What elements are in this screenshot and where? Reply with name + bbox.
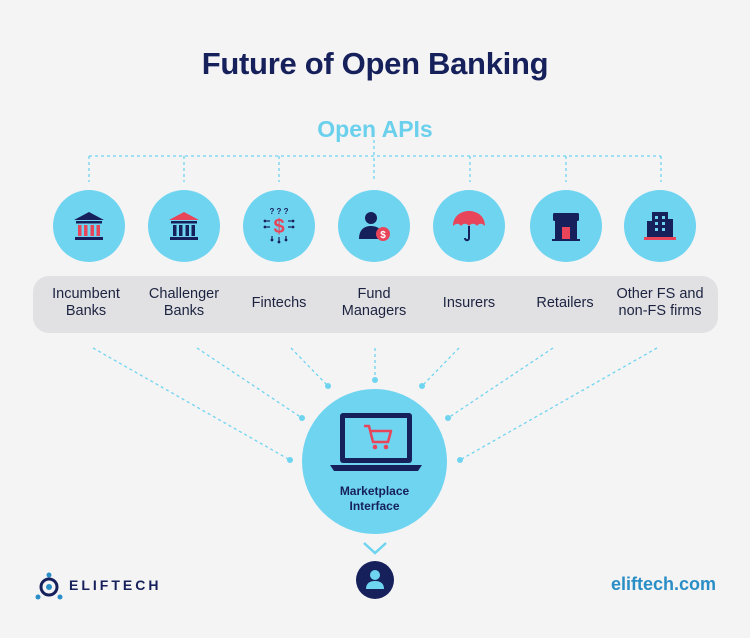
label-line: Interface bbox=[349, 499, 400, 513]
funnel-dot bbox=[287, 457, 293, 463]
retailers-node bbox=[530, 190, 602, 262]
laptop-cart-icon bbox=[330, 413, 422, 471]
label-line: Insurers bbox=[442, 295, 496, 311]
brand-name: ELIFTECH bbox=[69, 577, 162, 593]
funnel-dot bbox=[445, 415, 451, 421]
label-line: Fintechs bbox=[251, 295, 307, 311]
marketplace-label: Marketplace Interface bbox=[312, 484, 437, 514]
funnel-line-5 bbox=[421, 347, 460, 387]
label-line: Retailers bbox=[536, 295, 594, 311]
chevron-down-icon bbox=[363, 542, 387, 555]
eliftech-logo-icon bbox=[35, 572, 63, 600]
bank-building-icon bbox=[74, 212, 104, 240]
fintech-dollar-icon: $ ? ? ? bbox=[263, 207, 295, 244]
funnel-line-3 bbox=[290, 347, 329, 387]
label-fintechs: Fintechs bbox=[224, 295, 334, 312]
funnel-line-6 bbox=[447, 347, 554, 419]
open-apis-heading: Open APIs bbox=[317, 116, 433, 142]
end-user-node bbox=[356, 561, 394, 599]
label-line: Challenger bbox=[148, 286, 220, 302]
funnel-line-2 bbox=[196, 347, 303, 419]
office-building-icon bbox=[644, 212, 676, 240]
website-link[interactable]: eliftech.com bbox=[610, 574, 716, 594]
label-insurers: Insurers bbox=[414, 295, 524, 312]
label-other-firms: Other FS and non-FS firms bbox=[605, 286, 715, 320]
funnel-dot bbox=[372, 377, 378, 383]
participants-band bbox=[33, 276, 718, 333]
fund-manager-icon: $ bbox=[359, 212, 390, 241]
label-line: Fund bbox=[357, 286, 391, 302]
challenger-banks-node bbox=[148, 190, 220, 262]
funnel-dot bbox=[457, 457, 463, 463]
svg-text:$: $ bbox=[273, 216, 284, 238]
insurers-node bbox=[433, 190, 505, 262]
label-line: Marketplace bbox=[339, 484, 410, 498]
label-line: Banks bbox=[65, 303, 107, 319]
funnel-dot bbox=[419, 383, 425, 389]
user-icon bbox=[366, 570, 384, 589]
label-line: Managers bbox=[341, 303, 407, 319]
diagram-title: Future of Open Banking bbox=[201, 46, 549, 81]
incumbent-banks-node bbox=[53, 190, 125, 262]
label-incumbent-banks: Incumbent Banks bbox=[31, 286, 141, 320]
label-line: non-FS firms bbox=[618, 303, 702, 319]
svg-text:? ? ?: ? ? ? bbox=[269, 207, 288, 216]
funnel-dot bbox=[325, 383, 331, 389]
label-line: Other FS and bbox=[616, 286, 704, 302]
marketplace-node bbox=[302, 389, 447, 534]
other-firms-node bbox=[624, 190, 696, 262]
umbrella-icon bbox=[453, 211, 485, 242]
label-line: Banks bbox=[163, 303, 205, 319]
funnel-dot bbox=[299, 415, 305, 421]
label-retailers: Retailers bbox=[510, 295, 620, 312]
label-line: Incumbent bbox=[52, 286, 120, 302]
funnel-line-1 bbox=[92, 347, 291, 461]
bank-building-icon bbox=[169, 212, 199, 240]
label-challenger-banks: Challenger Banks bbox=[129, 286, 239, 320]
svg-text:$: $ bbox=[380, 230, 386, 241]
fund-managers-node: $ bbox=[338, 190, 410, 262]
storefront-icon bbox=[552, 213, 580, 241]
fintechs-node: $ ? ? ? bbox=[243, 190, 315, 262]
label-fund-managers: Fund Managers bbox=[319, 286, 429, 320]
funnel-line-7 bbox=[459, 347, 658, 461]
